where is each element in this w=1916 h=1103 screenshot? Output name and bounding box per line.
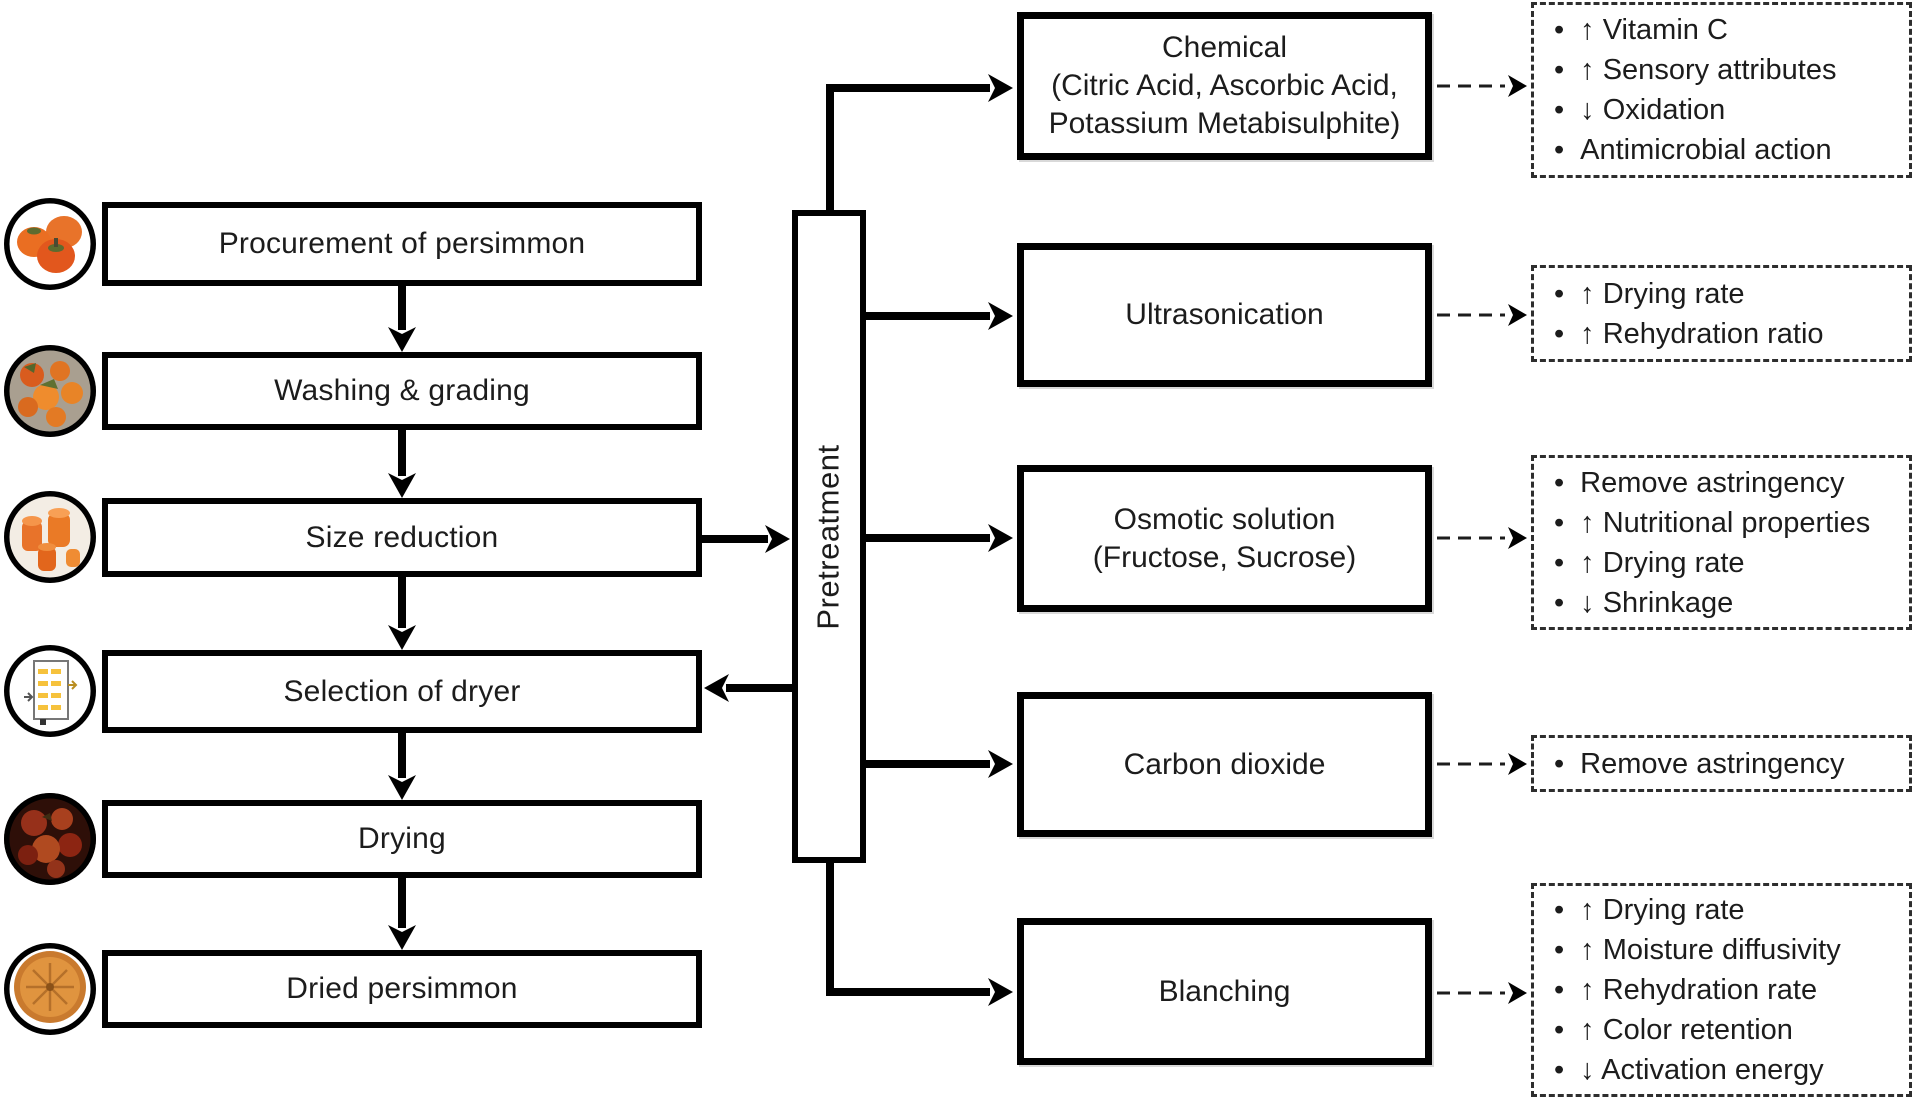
step-label: Drying — [358, 822, 446, 855]
washing-grading-art — [4, 345, 96, 437]
pretreatment-hub-box: Pretreatment — [792, 210, 866, 863]
dryer-schematic-icon — [4, 645, 96, 737]
persimmon-slices-photo-icon — [4, 491, 96, 583]
effect-item: ↑ Drying rate — [1554, 890, 1905, 930]
arrow-pretreatment-to-chemical — [826, 74, 1013, 212]
arrow-size-reduction-to-pretreatment — [702, 525, 790, 553]
dried-persimmon-slice-art — [4, 943, 96, 1035]
arrow-pretreatment-to-blanching — [826, 862, 1013, 1006]
pretreatment-label: Pretreatment — [811, 443, 847, 630]
effect-item: ↑ Vitamin C — [1554, 10, 1905, 50]
method-label: Ultrasonication — [1125, 298, 1324, 331]
method-box-osmotic-solution: Osmotic solution (Fructose, Sucrose) — [1017, 465, 1432, 612]
outcome-box-chemical: ↑ Vitamin C ↑ Sensory attributes ↓ Oxida… — [1531, 2, 1912, 178]
dried-persimmon-slice-photo-icon — [4, 943, 96, 1035]
step-label: Dried persimmon — [286, 972, 518, 1005]
effect-item: ↓ Shrinkage — [1554, 583, 1905, 623]
effect-item: Antimicrobial action — [1554, 130, 1905, 170]
outcome-box-blanching: ↑ Drying rate ↑ Moisture diffusivity ↑ R… — [1531, 883, 1912, 1097]
method-box-chemical: Chemical (Citric Acid, Ascorbic Acid, Po… — [1017, 12, 1432, 160]
fresh-persimmons-art — [4, 198, 96, 290]
outcome-box-carbon-dioxide: Remove astringency — [1531, 735, 1912, 792]
step-label: Washing & grading — [274, 374, 530, 407]
step-box-drying: Drying — [102, 800, 702, 878]
step-label: Size reduction — [305, 520, 499, 554]
step-box-dried-persimmon: Dried persimmon — [102, 950, 702, 1028]
effect-item: ↓ Activation energy — [1554, 1050, 1905, 1090]
fresh-persimmons-photo-icon — [4, 198, 96, 290]
outcome-box-osmotic-solution: Remove astringency ↑ Nutritional propert… — [1531, 455, 1912, 630]
step-label: Procurement of persimmon — [218, 227, 586, 260]
arrow-pretreatment-to-osmotic — [863, 524, 1013, 552]
method-label: Carbon dioxide — [1123, 747, 1326, 781]
effect-item: ↑ Moisture diffusivity — [1554, 930, 1905, 970]
effect-item: Remove astringency — [1554, 463, 1905, 503]
method-label: Blanching — [1158, 974, 1291, 1008]
step-box-dryer-selection: Selection of dryer — [102, 650, 702, 733]
drying-persimmons-art — [4, 793, 96, 885]
outcome-box-ultrasonication: ↑ Drying rate ↑ Rehydration ratio — [1531, 265, 1912, 362]
dryer-schematic-art — [4, 645, 96, 737]
washing-grading-photo-icon — [4, 345, 96, 437]
method-label: Chemical (Citric Acid, Ascorbic Acid, Po… — [1048, 31, 1401, 140]
arrow-pretreatment-to-dryer-selection — [704, 674, 792, 702]
effect-item: ↑ Drying rate — [1554, 543, 1905, 583]
effect-item: ↓ Oxidation — [1554, 90, 1905, 130]
effect-item: ↑ Color retention — [1554, 1010, 1905, 1050]
arrow-pretreatment-to-ultrasonication — [863, 302, 1013, 330]
arrow-pretreatment-to-carbon-dioxide — [863, 750, 1013, 778]
effect-item: ↑ Nutritional properties — [1554, 503, 1905, 543]
effect-item: Remove astringency — [1554, 744, 1905, 784]
effect-item: ↑ Rehydration ratio — [1554, 314, 1905, 354]
step-label: Selection of dryer — [283, 674, 521, 708]
method-label: Osmotic solution (Fructose, Sucrose) — [1092, 502, 1357, 574]
step-box-procurement: Procurement of persimmon — [102, 202, 702, 286]
effect-item: ↑ Sensory attributes — [1554, 50, 1905, 90]
dashed-outcome-arrows — [1437, 75, 1527, 1004]
step-box-size-reduction: Size reduction — [102, 498, 702, 577]
method-box-ultrasonication: Ultrasonication — [1017, 243, 1432, 387]
method-box-blanching: Blanching — [1017, 918, 1432, 1065]
method-box-carbon-dioxide: Carbon dioxide — [1017, 692, 1432, 837]
drying-persimmons-photo-icon — [4, 793, 96, 885]
effect-item: ↑ Rehydration rate — [1554, 970, 1905, 1010]
persimmon-slices-art — [4, 491, 96, 583]
step-box-washing-grading: Washing & grading — [102, 352, 702, 430]
effect-item: ↑ Drying rate — [1554, 274, 1905, 314]
